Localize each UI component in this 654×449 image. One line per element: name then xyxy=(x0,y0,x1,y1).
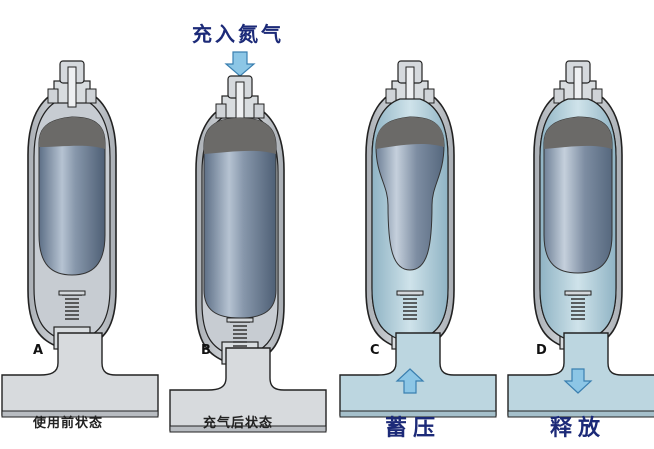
panel-letter-d: D xyxy=(536,343,547,358)
accumulator-d xyxy=(507,60,654,418)
caption-a: 使用前状态 xyxy=(33,416,104,431)
panel-letter-b: B xyxy=(201,343,211,358)
accumulator-c xyxy=(339,60,497,418)
charge-arrow-icon xyxy=(224,51,256,77)
caption-b: 充气后状态 xyxy=(203,416,274,431)
diagram-title: 充入氮气 xyxy=(192,22,284,46)
fluid-in-arrow-icon xyxy=(395,368,425,394)
accumulator-a xyxy=(1,60,159,418)
accumulator-b xyxy=(169,75,327,433)
panel-letter-c: C xyxy=(370,343,380,358)
caption-c: 蓄压 xyxy=(385,415,442,441)
panel-letter-a: A xyxy=(33,343,44,358)
fluid-out-arrow-icon xyxy=(563,368,593,394)
caption-d: 释放 xyxy=(550,415,607,441)
